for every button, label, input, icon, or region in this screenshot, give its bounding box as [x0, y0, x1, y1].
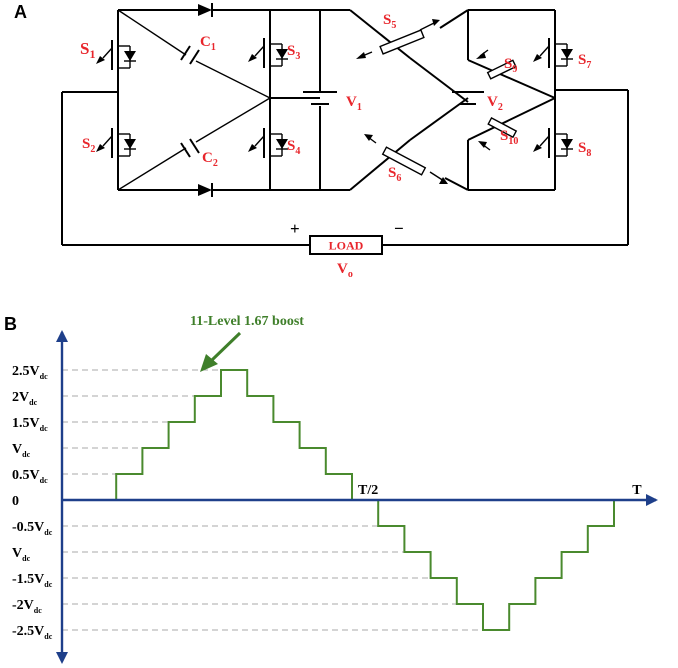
svg-text:V1: V1: [346, 94, 362, 113]
svg-text:S10: S10: [500, 128, 518, 147]
switch-s4-icon: [248, 128, 288, 158]
panel-b-label: B: [4, 314, 17, 334]
svg-text:C2: C2: [202, 150, 218, 169]
svg-text:S1: S1: [80, 39, 95, 61]
switch-s2-icon: [96, 128, 136, 158]
crossing-network: [270, 9, 469, 191]
svg-text:S5: S5: [383, 12, 396, 31]
load-loop: [61, 89, 629, 255]
annotation-arrowhead-icon: [200, 354, 218, 372]
v2-label: V: [487, 94, 498, 110]
diode-bottom-icon: [198, 184, 212, 196]
svg-text:C1: C1: [200, 34, 216, 53]
switch-s6-icon: [364, 134, 448, 184]
s3-label: S: [287, 43, 295, 59]
y-tick-label: Vdc: [12, 546, 31, 563]
switch-s7-icon: [533, 38, 573, 68]
s2-label: S: [82, 136, 90, 152]
panel-a-label: A: [14, 2, 27, 22]
s10-label: S: [500, 128, 508, 144]
switch-s8-icon: [533, 128, 573, 158]
left-bridge: [117, 3, 271, 197]
y-tick-label: Vdc: [12, 442, 31, 459]
y-tick-label: -1.5Vdc: [12, 572, 53, 589]
y-tick-label: -0.5Vdc: [12, 520, 53, 537]
s5-label: S: [383, 12, 391, 28]
right-bridge: [439, 9, 556, 191]
switch-s5-icon: [356, 19, 440, 59]
svg-text:S6: S6: [388, 165, 401, 184]
annotation-label: 11-Level 1.67 boost: [190, 314, 304, 329]
circuit-labels: S1 S2 S3 S4 S5 S6 S7 S8 S9 S10 C1 C2 V1 …: [80, 12, 591, 280]
s8-label: S: [578, 140, 586, 156]
svg-text:Vo: Vo: [337, 261, 353, 280]
c2-label: C: [202, 150, 213, 166]
s4-label: S: [287, 138, 295, 154]
capacitor-c2-icon: [180, 138, 200, 158]
load-minus: −: [394, 219, 404, 238]
switch-s1-icon: [96, 35, 136, 75]
y-tick-label: 2Vdc: [12, 390, 38, 407]
s6-label: S: [388, 165, 396, 181]
y-tick-label: 0: [12, 494, 19, 509]
load-label: LOAD: [329, 239, 364, 253]
y-tick-label: 2.5Vdc: [12, 364, 48, 381]
load-box: [309, 235, 383, 255]
battery-v1-icon: [303, 91, 337, 105]
switch-s9-icon: [476, 49, 517, 80]
svg-text:S4: S4: [287, 138, 300, 157]
switch-s10-icon: [478, 116, 518, 151]
load-plus: +: [290, 219, 300, 238]
y-axis-arrow-icon: [56, 330, 68, 342]
s9-label: S: [504, 56, 512, 72]
y-tick-label: 0.5Vdc: [12, 468, 48, 485]
y-tick-label: -2.5Vdc: [12, 624, 53, 641]
y-tick-label: 1.5Vdc: [12, 416, 48, 433]
svg-text:S9: S9: [504, 56, 517, 75]
svg-text:S2: S2: [82, 136, 95, 155]
y-axis-arrow-down-icon: [56, 652, 68, 664]
s7-label: S: [578, 52, 586, 68]
battery-v2-icon: [452, 91, 484, 105]
y-tick-label: -2Vdc: [12, 598, 42, 615]
annotation-arrow: [210, 331, 242, 362]
v1-label: V: [346, 94, 357, 110]
capacitor-c1-icon: [180, 45, 200, 65]
svg-text:S8: S8: [578, 140, 591, 159]
x-tick-label: T: [632, 483, 642, 498]
staircase-chart: 2.5Vdc2Vdc1.5VdcVdc0.5Vdc0-0.5VdcVdc-1.5…: [12, 314, 658, 664]
x-tick-label: T/2: [358, 483, 378, 498]
vo-label: V: [337, 261, 348, 277]
svg-text:S3: S3: [287, 43, 300, 62]
svg-text:V2: V2: [487, 94, 503, 113]
c1-label: C: [200, 34, 211, 50]
s1-label: S: [80, 39, 89, 58]
diode-top-icon: [198, 4, 212, 16]
x-axis-arrow-icon: [646, 494, 658, 506]
switch-s3-icon: [248, 38, 288, 68]
svg-text:S7: S7: [578, 52, 591, 71]
